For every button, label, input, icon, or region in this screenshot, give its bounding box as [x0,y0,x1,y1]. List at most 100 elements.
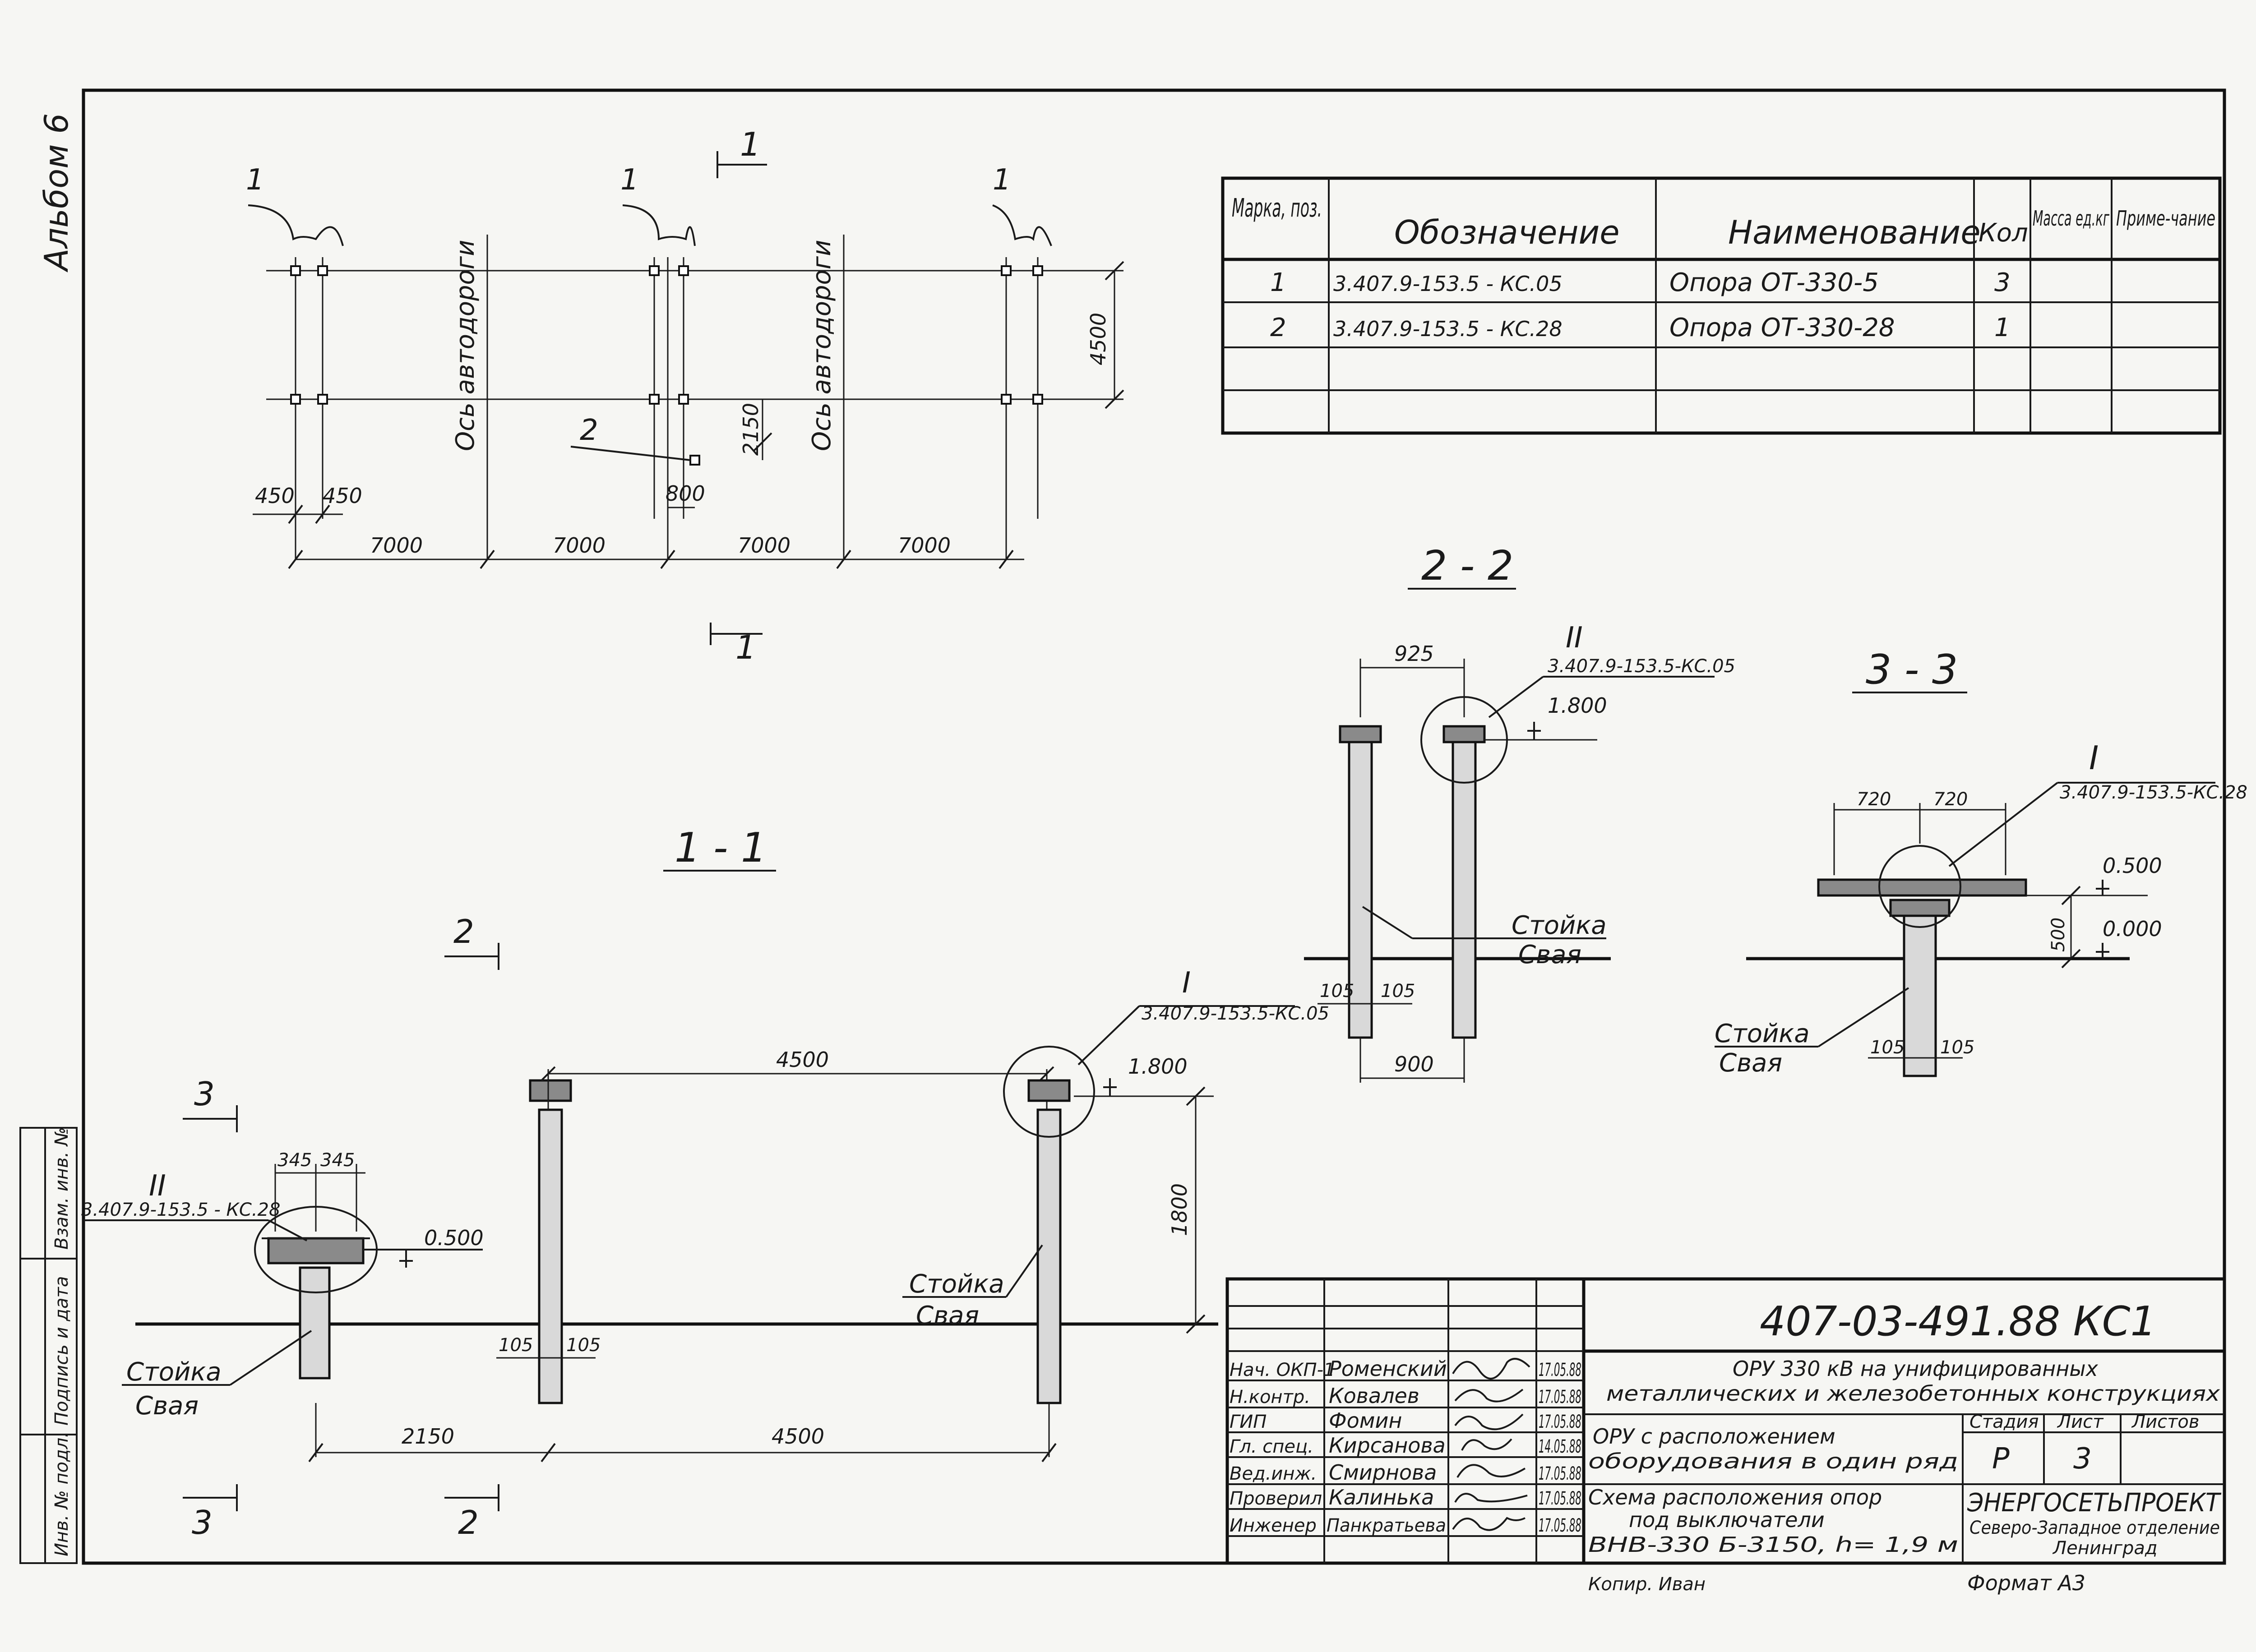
tb-project-line1: ОРУ 330 кВ на унифицированных [1733,1357,2099,1381]
sign-row-3: ГИП Фомин 17.05.88 [1230,1408,1581,1433]
s33-label-svaya: Свая [1719,1048,1782,1078]
tb-drawing-title-1: Схема расположения опор [1588,1485,1882,1509]
tb-stage-label: Стадия [1969,1412,2039,1432]
s22-label-svaya: Свая [1518,940,1581,969]
s33-pile [1903,912,1937,1077]
s33-dim-105-a: 105 [1870,1037,1905,1058]
s11-level-1800: 1.800 [1128,1054,1188,1079]
spec-row2-name: Опора ОТ-330-28 [1669,313,1895,342]
sign-role-1: Нач. ОКП-1 [1230,1360,1335,1380]
sign-date-4: 14.05.88 [1539,1436,1581,1457]
title-block: Нач. ОКП-1 Роменский 17.05.88 Н.контр. К… [1225,1277,2226,1595]
plan-dim-7000-4: 7000 [898,533,951,558]
s11-dim-105-a: 105 [499,1335,533,1356]
plan-dim-2150: 2150 [739,403,763,456]
tb-sheet-label: Лист [2057,1412,2104,1432]
sign-date-3: 17.05.88 [1539,1412,1581,1432]
s11-cut-3-top: 3 [194,1075,215,1113]
sign-row-2: Н.контр. Ковалев 17.05.88 [1230,1384,1581,1408]
spec-row1-designation: 3.407.9-153.5 - КС.05 [1333,272,1563,296]
s22-label-stoika: Стойка [1512,911,1607,940]
section-2-2-title: 2 - 2 [1421,542,1513,590]
sign-name-2: Ковалев [1329,1384,1419,1408]
sheet-frame [82,88,2226,1565]
s33-node-ref: 3.407.9-153.5-КС.28 [2060,782,2247,803]
plan-dim-800: 800 [666,481,705,506]
sign-name-3: Фомин [1329,1408,1402,1433]
sign-name-7: Панкратьева [1327,1515,1446,1536]
spec-table: Марка, поз. Обозначение Наименование Кол… [1221,176,2222,435]
tb-stage-value: Р [1992,1442,2010,1476]
sign-role-5: Вед.инж. [1230,1463,1317,1484]
plan-dim-450-left: 450 [255,484,295,508]
sign-role-4: Гл. спец. [1230,1436,1313,1457]
plan-axis-label-1: Ось автодороги [451,240,480,451]
sign-row-7: Инженер Панкратьева 17.05.88 [1230,1515,1581,1536]
s22-dim-925: 925 [1394,641,1434,666]
s22-dim-105-b: 105 [1381,981,1415,1001]
s22-pile-left [1348,738,1373,1039]
tb-org-2: Северо-Западное отделение [1969,1518,2220,1538]
sign-name-6: Калинька [1329,1485,1434,1509]
tb-drawing-title-2: под выключатели [1629,1508,1825,1532]
s33-node-i: I [2089,739,2099,777]
section-3-3-title: 3 - 3 [1866,646,1958,693]
s11-cut-2-top: 2 [453,913,474,951]
sign-date-1: 17.05.88 [1539,1360,1581,1380]
s11-label-stoika-1: Стойка [126,1357,222,1387]
spec-header-name: Наименование [1728,213,1981,251]
s11-dim-4500-top: 4500 [776,1047,829,1072]
plan-mark-1-left: 1 [246,163,264,197]
tb-drawing-title-3: ВНВ-330 Б-3150, h= 1,9 м [1588,1532,1958,1557]
spec-header-mark: Марка, поз. [1232,194,1322,223]
plan-position-2: 2 [580,414,598,447]
plan-dim-7000-3: 7000 [738,533,791,558]
tb-sheets-label: Листов [2131,1412,2199,1432]
s22-level-1800: 1.800 [1548,693,1607,718]
s33-level-0500: 0.500 [2103,854,2162,878]
tb-format: Формат А3 [1967,1571,2085,1595]
s33-dim-105-b: 105 [1940,1037,1974,1058]
s11-dim-345-b: 345 [320,1150,355,1171]
s11-label-svaya-2: Свая [916,1301,979,1330]
sign-name-1: Роменский [1329,1357,1447,1381]
s22-node-ii: II [1566,621,1583,655]
spec-header-qty: Кол [1979,218,2028,248]
album-label: Альбом 6 [37,113,75,272]
s11-node-i: I [1182,966,1191,1000]
s22-dim-105-a: 105 [1320,981,1354,1001]
spec-row2-mark: 2 [1270,313,1286,342]
tb-sheet-title-1: ОРУ с расположением [1593,1424,1835,1449]
s11-cut-3-bottom: 3 [192,1504,213,1541]
sign-name-4: Кирсанова [1329,1433,1446,1458]
s33-dim-720-a: 720 [1857,789,1891,810]
s11-dim-4500-bottom: 4500 [772,1424,824,1449]
s11-node-i-ref: 3.407.9-153.5-КС.05 [1142,1003,1329,1024]
spec-header-designation: Обозначение [1394,213,1620,251]
margin-stamp: Взам. инв. № Подпись и дата Инв. № подл. [19,1127,78,1564]
pile-middle [538,1108,563,1404]
s22-pile-right [1452,738,1477,1039]
s11-dim-2150: 2150 [402,1424,454,1449]
plan-pile-grid [295,235,1039,559]
s33-label-stoika: Стойка [1715,1019,1810,1048]
spec-row1-qty: 3 [1994,268,2011,297]
s33-dim-500: 500 [2048,918,2069,952]
tb-sheet-value: 3 [2073,1442,2092,1476]
plan-section-mark-top: 1 [740,125,761,163]
s11-label-svaya-1: Свая [135,1391,199,1421]
sign-row-6: Проверил Калинька 17.05.88 [1230,1485,1581,1509]
s11-dim-345-a: 345 [277,1150,312,1171]
tb-copied: Копир. Иван [1588,1574,1706,1595]
s11-node-ii: II [149,1169,166,1203]
s11-dim-1800: 1800 [1167,1183,1192,1236]
plan-dim-7000-1: 7000 [370,533,423,558]
sign-name-5: Смирнова [1329,1460,1437,1485]
sign-date-7: 17.05.88 [1539,1515,1581,1536]
sign-row-1: Нач. ОКП-1 Роменский 17.05.88 [1230,1357,1581,1381]
sign-date-2: 17.05.88 [1539,1387,1581,1407]
pile-node-ii [299,1266,331,1380]
spec-header-mass: Масса ед.кг [2033,206,2109,231]
s11-label-stoika-2: Стойка [909,1269,1004,1299]
tb-org-1: ЭНЕРГОСЕТЬПРОЕКТ [1967,1488,2221,1518]
